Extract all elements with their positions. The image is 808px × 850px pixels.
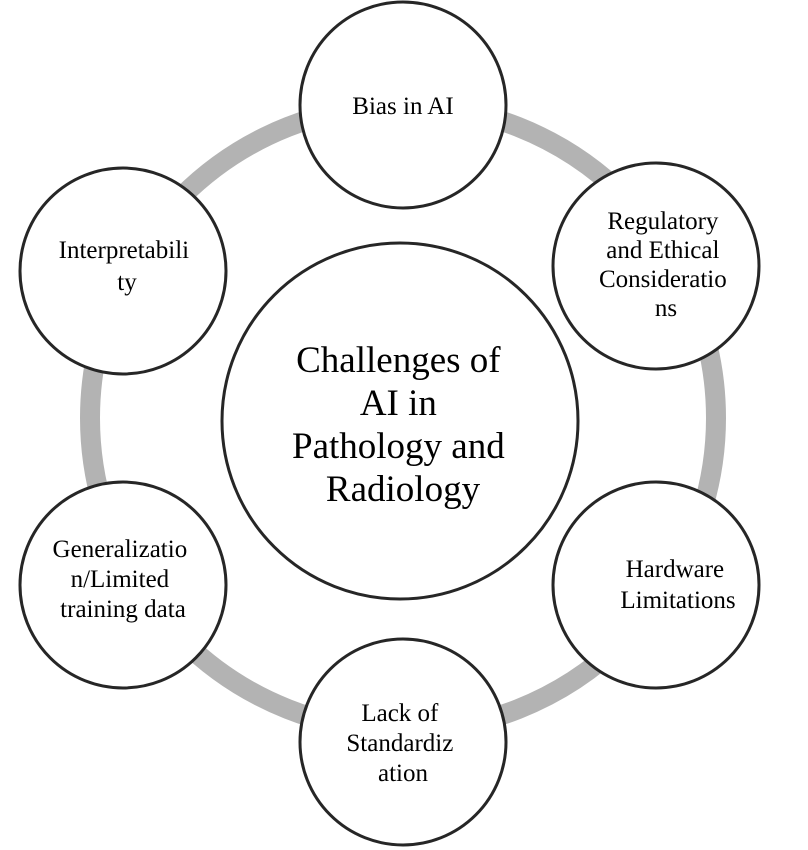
- node-label-line: Bias in AI: [352, 93, 453, 120]
- node-label-line: training data: [60, 596, 186, 623]
- node-circle: [551, 161, 761, 371]
- node-label-line: Interpretabili: [59, 237, 190, 264]
- node-circle: [18, 480, 228, 690]
- node-hardware-limitations: Hardware Limitations: [551, 480, 761, 690]
- center-node: Challenges of AI in Pathology and Radiol…: [220, 241, 580, 601]
- node-label-line: Standardiz: [346, 730, 453, 757]
- node-label-line: ty: [117, 269, 137, 296]
- node-label: Bias in AI: [352, 93, 453, 120]
- node-circle: [551, 480, 761, 690]
- node-label: Hardware Limitations: [620, 556, 735, 614]
- node-bias-in-ai: Bias in AI: [298, 0, 508, 210]
- node-label-line: ation: [378, 760, 428, 787]
- center-label-line: AI in: [360, 383, 437, 424]
- node-generalization-limited-data: Generalizatio n/Limited training data: [18, 480, 228, 690]
- node-label-line: Generalizatio: [53, 536, 188, 563]
- node-circle: [18, 166, 228, 376]
- center-label-line: Pathology and: [292, 426, 505, 467]
- node-label-line: n/Limited: [71, 566, 170, 593]
- node-label: Generalizatio n/Limited training data: [53, 536, 194, 623]
- node-circle: [298, 0, 508, 210]
- center-circle: [220, 241, 580, 601]
- center-label: Challenges of AI in Pathology and Radiol…: [292, 340, 514, 510]
- node-lack-of-standardization: Lack of Standardiz ation: [298, 637, 508, 847]
- center-label-line: Radiology: [326, 469, 481, 510]
- node-interpretability: Interpretabili ty: [18, 166, 228, 376]
- node-label: Interpretabili ty: [59, 237, 196, 296]
- node-label-line: Lack of: [361, 700, 439, 727]
- node-label: Regulatory and Ethical Consideratio ns: [599, 208, 733, 322]
- node-label-line: Hardware: [626, 556, 725, 583]
- node-label: Lack of Standardiz ation: [346, 700, 459, 787]
- center-label-line: Challenges of: [296, 340, 501, 381]
- node-regulatory-ethical: Regulatory and Ethical Consideratio ns: [551, 161, 761, 371]
- node-label-line: Consideratio: [599, 266, 727, 293]
- node-label-line: ns: [655, 295, 677, 322]
- node-label-line: and Ethical: [606, 237, 719, 264]
- node-label-line: Limitations: [620, 587, 735, 614]
- node-circle: [298, 637, 508, 847]
- node-label-line: Regulatory: [607, 208, 719, 235]
